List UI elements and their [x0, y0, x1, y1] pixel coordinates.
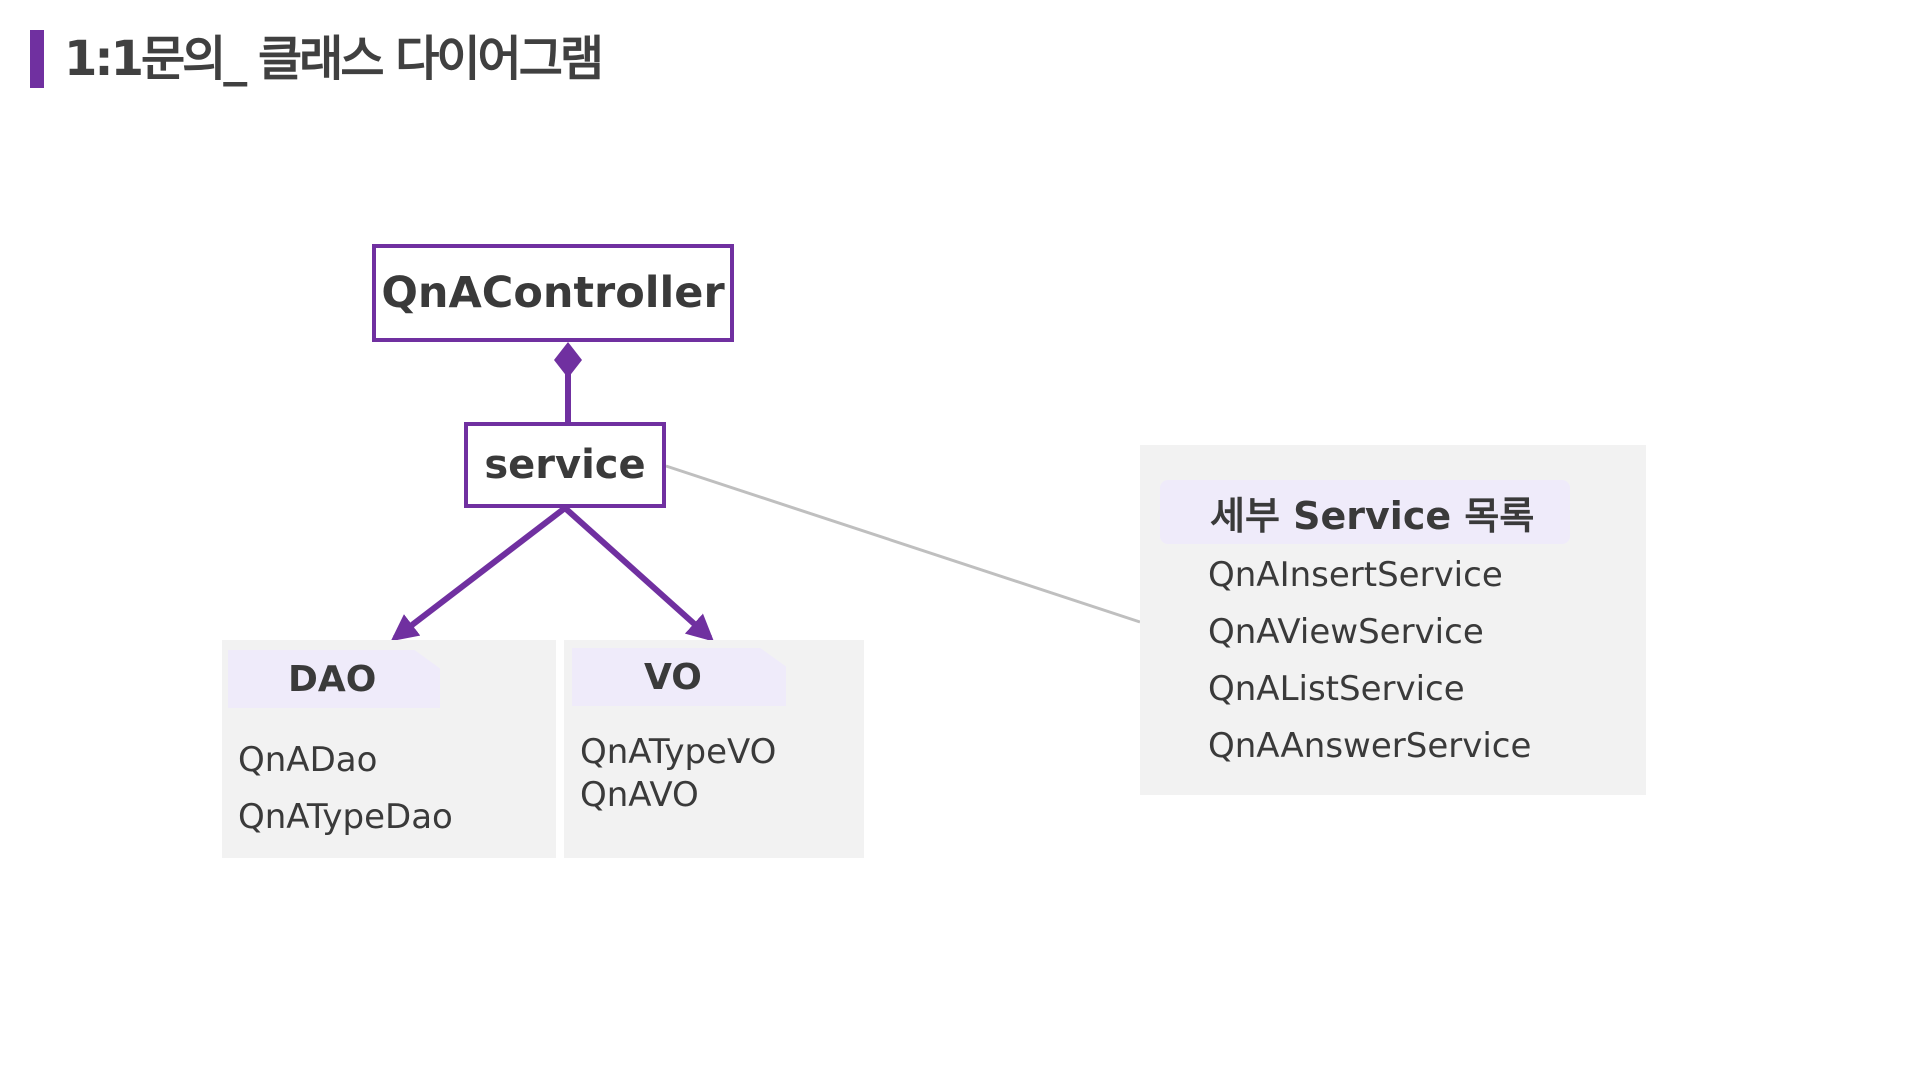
composition-diamond-icon: [554, 342, 582, 378]
dao-panel: DAO QnADao QnATypeDao: [222, 640, 556, 858]
vo-item: QnAVO: [580, 775, 699, 815]
service-box: service: [464, 422, 666, 508]
dao-item: QnADao: [238, 740, 378, 780]
service-to-dao-arrow: [390, 505, 567, 642]
vo-item: QnATypeVO: [580, 732, 777, 772]
vo-title: VO: [644, 656, 702, 698]
qna-controller-box: QnAController: [372, 244, 734, 342]
dao-item: QnATypeDao: [238, 797, 453, 837]
service-detail-item: QnAViewService: [1208, 612, 1484, 652]
page-title: 1:1문의_ 클래스 다이어그램: [64, 31, 604, 87]
service-detail-item: QnAInsertService: [1208, 555, 1503, 595]
dao-tag: DAO: [228, 650, 440, 708]
service-detail-tag: 세부 Service 목록: [1160, 480, 1570, 544]
title-accent-bar: [30, 30, 44, 88]
vo-panel: VO QnATypeVO QnAVO: [564, 640, 864, 858]
vo-tag: VO: [572, 648, 786, 706]
service-label: service: [484, 442, 646, 488]
service-detail-item: QnAAnswerService: [1208, 726, 1532, 766]
service-detail-title: 세부 Service 목록: [1210, 493, 1535, 538]
qna-controller-label: QnAController: [381, 268, 725, 318]
dao-title: DAO: [288, 658, 377, 700]
service-detail-connector: [665, 464, 1141, 624]
service-to-vo-arrow: [562, 505, 715, 642]
service-detail-item: QnAListService: [1208, 669, 1465, 709]
service-detail-panel: 세부 Service 목록 QnAInsertService QnAViewSe…: [1140, 445, 1646, 795]
